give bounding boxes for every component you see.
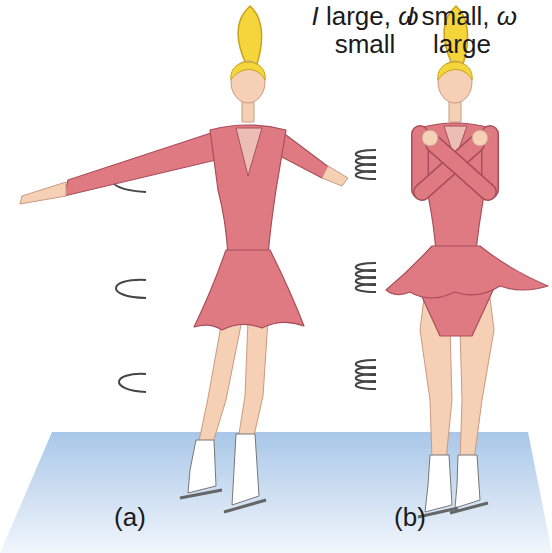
skater-a: [20, 6, 348, 512]
arm-left-sleeve: [64, 132, 216, 196]
arm-right-sleeve: [280, 132, 330, 178]
hand-left: [20, 182, 66, 204]
caption-label: I large, ω small: [308, 2, 422, 58]
neckline: [236, 128, 262, 176]
hair: [438, 62, 472, 80]
forearm-b-fill: [434, 144, 488, 192]
leg-right: [238, 320, 268, 440]
skirt: [194, 250, 304, 330]
skater-b: [386, 6, 548, 517]
head: [231, 61, 265, 103]
spin-marks-b: [356, 150, 376, 389]
hand-right: [322, 166, 348, 186]
boot-left: [425, 455, 452, 512]
label-holder: (b): [380, 503, 440, 531]
leg-left: [198, 320, 242, 446]
spin-marks-a: [112, 170, 146, 392]
ponytail: [238, 6, 261, 64]
spin-marks-a: [116, 280, 146, 298]
label-word: I: [312, 1, 319, 31]
label-word: [489, 1, 496, 31]
label-word: [414, 1, 421, 31]
hair: [231, 62, 265, 80]
skirt: [386, 246, 548, 298]
panel-label: (a): [100, 503, 160, 531]
forearm-b: [434, 144, 488, 192]
hand-a: [472, 130, 488, 146]
label-word: [319, 1, 326, 31]
head: [438, 61, 472, 103]
panel-label: (b): [380, 503, 440, 531]
label-holder: I large, ω small: [308, 2, 422, 58]
boot-right: [455, 455, 480, 508]
torso: [420, 123, 490, 252]
torso: [210, 125, 286, 256]
spin-marks-b: [356, 381, 376, 389]
label-word: ω: [497, 1, 517, 31]
spin-marks-b: [356, 171, 376, 179]
label-word: I: [407, 1, 414, 31]
boot-left: [188, 440, 216, 493]
label-holder: (a): [100, 503, 160, 531]
blade-left: [180, 490, 222, 498]
label-word: small,: [422, 1, 490, 31]
blade-right: [224, 500, 266, 512]
label-word: [391, 1, 398, 31]
label-word: (b): [394, 502, 426, 532]
label-word: small: [335, 29, 396, 59]
spin-marks-b: [356, 284, 376, 292]
caption-label: I small, ω large: [405, 2, 519, 58]
spin-marks-a: [119, 374, 146, 392]
label-word: large,: [326, 1, 391, 31]
label-holder: I small, ω large: [405, 2, 519, 58]
blade-right: [450, 503, 488, 513]
label-word: large: [433, 29, 491, 59]
label-word: (a): [114, 502, 146, 532]
boot-right: [232, 434, 259, 505]
hand-b: [422, 130, 438, 146]
